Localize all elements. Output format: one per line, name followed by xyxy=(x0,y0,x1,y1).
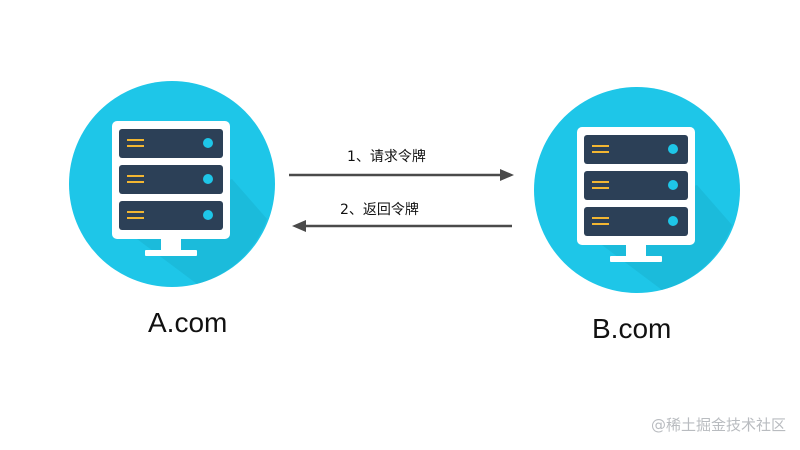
server-b-label: B.com xyxy=(592,313,672,344)
server-b-icon xyxy=(532,85,742,295)
return-token-label: 2、返回令牌 xyxy=(340,202,419,218)
watermark: @稀土掘金技术社区 xyxy=(650,416,786,434)
arrowhead-right-icon xyxy=(500,169,514,181)
arrowhead-left-icon xyxy=(292,220,306,232)
arrow-return xyxy=(292,220,512,232)
server-a-icon xyxy=(67,79,277,289)
server-a-label: A.com xyxy=(148,307,228,338)
server-icon xyxy=(69,81,275,287)
arrow-request xyxy=(289,169,514,181)
request-token-label: 1、请求令牌 xyxy=(347,149,426,165)
server-icon xyxy=(534,87,740,293)
